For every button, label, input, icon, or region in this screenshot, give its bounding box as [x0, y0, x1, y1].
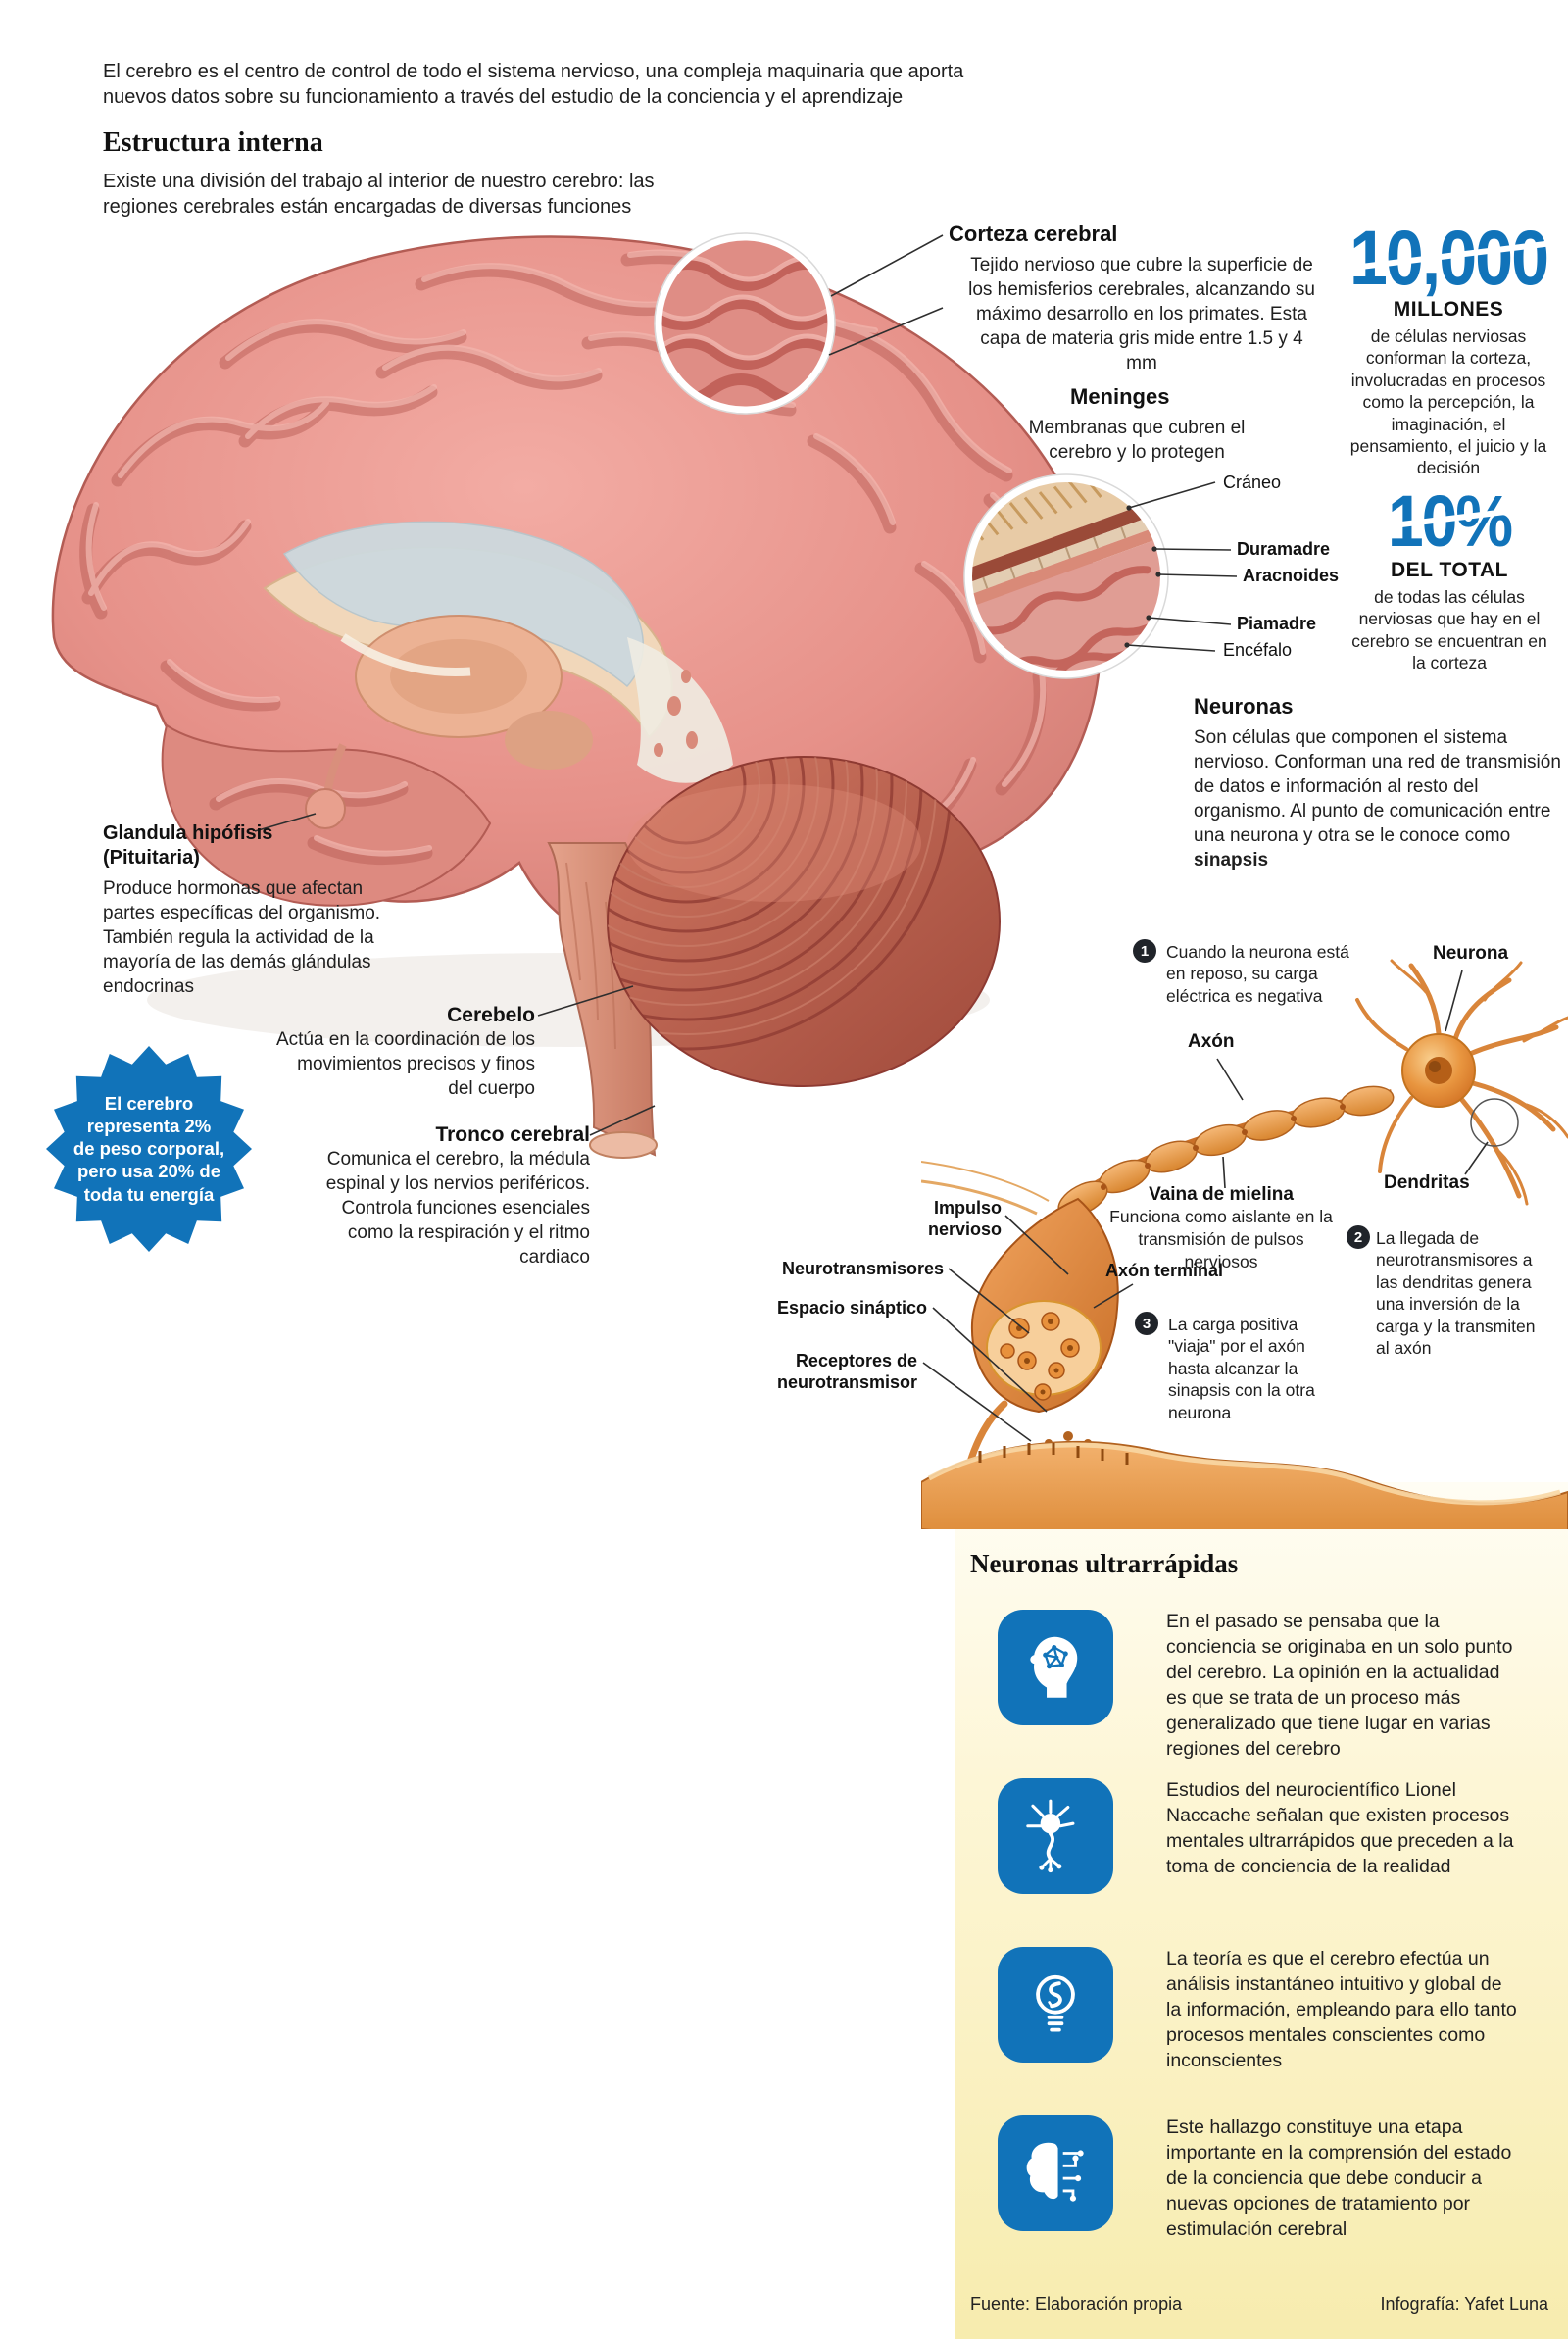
lateral-ventricle [282, 521, 644, 688]
receptores-label: Receptores de neurotransmisor [776, 1351, 917, 1392]
meninges-label-craneo: Cráneo [1223, 473, 1282, 492]
ultrafast-text-1: En el pasado se pensaba que la concienci… [1166, 1611, 1513, 1760]
duramadre-layer [968, 483, 1164, 605]
myelin-text: Funciona como aislante en la transmisión… [1109, 1207, 1333, 1272]
pituitary-gland [305, 788, 346, 829]
starburst-shape [46, 1046, 252, 1252]
brainstem-block: Tronco cerebral Comunica el cerebro, la … [294, 1123, 590, 1269]
encefalo-layer [968, 519, 1164, 674]
dendritas-label: Dendritas [1384, 1172, 1470, 1193]
white-matter-holes [654, 670, 698, 757]
axon-terminal-label: Axón terminal [1105, 1261, 1224, 1280]
brainstem-text: Comunica el cerebro, la médula espinal y… [325, 1149, 590, 1269]
neurons-text-bold: sinapsis [1194, 850, 1269, 871]
piamadre-layer [968, 508, 1164, 626]
lightbulb-icon [998, 1947, 1113, 2063]
ultrafast-row-2: Estudios del neurocientífico Lionel Nacc… [998, 1778, 1521, 1894]
receptors [978, 1443, 1129, 1465]
starburst-text: El cerebro representa 2% de peso corpora… [73, 1093, 225, 1205]
ultrafast-text-4: Este hallazgo constituye una etapa impor… [1166, 2116, 1512, 2240]
dendrite-zoom-ring [1470, 1098, 1519, 1147]
pituitary-title: Glandula hipófisis (Pituitaria) [103, 822, 273, 869]
myelin-block: Vaina de mielina Funciona como aislante … [1103, 1184, 1339, 1273]
neurona-label: Neurona [1433, 943, 1509, 964]
stat-millones-number-wrap: 10,000 [1337, 220, 1560, 296]
pituitary-text: Produce hormonas que afectan partes espe… [103, 878, 381, 998]
impulse-fibers [921, 1161, 1050, 1216]
ultrafast-text-3: La teoría es que el cerebro efectúa un a… [1166, 1948, 1517, 2071]
meninges-label-duramadre: Duramadre [1237, 539, 1331, 559]
aracnoides-layer [968, 496, 1164, 616]
neuron-icon [998, 1778, 1113, 1894]
ultrafast-row-1: En el pasado se pensaba que la concienci… [998, 1610, 1521, 1763]
neurons-title: Neuronas [1194, 694, 1294, 719]
cerebellum-block: Cerebelo Actúa en la coordinación de los… [274, 1004, 535, 1101]
meninges-label-encefalo: Encéfalo [1223, 640, 1293, 660]
dendrites [1355, 959, 1568, 1206]
section-subtitle: Existe una división del trabajo al inter… [103, 171, 655, 219]
stat-millones-text: de células nerviosas conforman la cortez… [1349, 326, 1547, 478]
stat-total-unit: DEL TOTAL [1391, 559, 1508, 581]
midbrain [505, 711, 593, 770]
step-2-text: La llegada de neurotransmisores a las de… [1376, 1228, 1536, 1358]
ultrafast-row-3: La teoría es que el cerebro efectúa un a… [998, 1947, 1521, 2074]
ultrafast-text-2: Estudios del neurocientífico Lionel Nacc… [1166, 1779, 1514, 1877]
cortex-title: Corteza cerebral [949, 222, 1118, 246]
meninges-title: Meninges [1070, 384, 1170, 409]
nucleolus [1429, 1061, 1441, 1072]
stat-total-number-wrap: 10% [1343, 484, 1556, 557]
brain-illustration [51, 232, 1102, 1159]
brainstem-cut [589, 1131, 658, 1159]
ultrafast-row-4: Este hallazgo constituye una etapa impor… [998, 2115, 1521, 2243]
meninges-zoom-circle [963, 473, 1169, 679]
brain-circuit-icon [998, 2115, 1113, 2231]
ultrafast-title: Neuronas ultrarrápidas [970, 1549, 1239, 1578]
fornix [340, 633, 471, 677]
stat-total-text: de todas las células nerviosas que hay e… [1351, 587, 1547, 673]
neurotransmisores-label: Neurotransmisores [782, 1259, 945, 1278]
espacio-sinaptico-label: Espacio sináptico [776, 1298, 927, 1318]
stat-total: 10% DEL TOTAL de todas las células nervi… [1343, 484, 1556, 674]
step-2-badge: 2 [1347, 1225, 1370, 1249]
stat-millones: 10,000 MILLONES de células nerviosas con… [1337, 220, 1560, 479]
cerebellum-illustration [607, 756, 1001, 1087]
impulso-label: Impulso nervioso [927, 1198, 1002, 1239]
energy-starburst: El cerebro representa 2% de peso corpora… [41, 1041, 257, 1257]
step-1-text: Cuando la neurona está en reposo, su car… [1166, 942, 1349, 1006]
ranvier-nodes [1101, 1104, 1346, 1190]
meninges-label-aracnoides: Aracnoides [1243, 566, 1340, 585]
cerebellum-title: Cerebelo [447, 1004, 535, 1026]
step-3-badge: 3 [1135, 1312, 1158, 1335]
membrane-highlight [927, 1442, 1561, 1506]
meninges-text: Membranas que cubren el cerebro y lo pro… [1028, 418, 1246, 464]
axon-label: Axón [1188, 1031, 1235, 1052]
brainstem-title: Tronco cerebral [435, 1123, 590, 1146]
meninges-label-piamadre: Piamadre [1237, 614, 1317, 633]
section-title: Estructura interna [103, 127, 323, 158]
footer-source: Fuente: Elaboración propia [970, 2294, 1183, 2314]
neurons-text: Son células que componen el sistema nerv… [1194, 725, 1561, 872]
cerebellum-text: Actúa en la coordinación de los movimien… [275, 1029, 535, 1100]
step-3-text: La carga positiva "viaja" por el axón ha… [1168, 1315, 1315, 1422]
stat-millones-unit: MILLONES [1393, 298, 1504, 321]
step-1-badge: 1 [1133, 939, 1156, 963]
cortex-text: Tejido nervioso que cubre la superficie … [968, 255, 1315, 374]
postsynaptic-membrane [921, 1440, 1568, 1529]
intro-text: El cerebro es el centro de control de to… [103, 61, 964, 109]
cortex-zoom-circle [654, 232, 836, 415]
footer-credit: Infografía: Yafet Luna [1380, 2294, 1548, 2314]
head-network-icon [998, 1610, 1113, 1725]
neurons-text-body: Son células que componen el sistema nerv… [1194, 727, 1561, 847]
myelin-title: Vaina de mielina [1149, 1184, 1294, 1205]
